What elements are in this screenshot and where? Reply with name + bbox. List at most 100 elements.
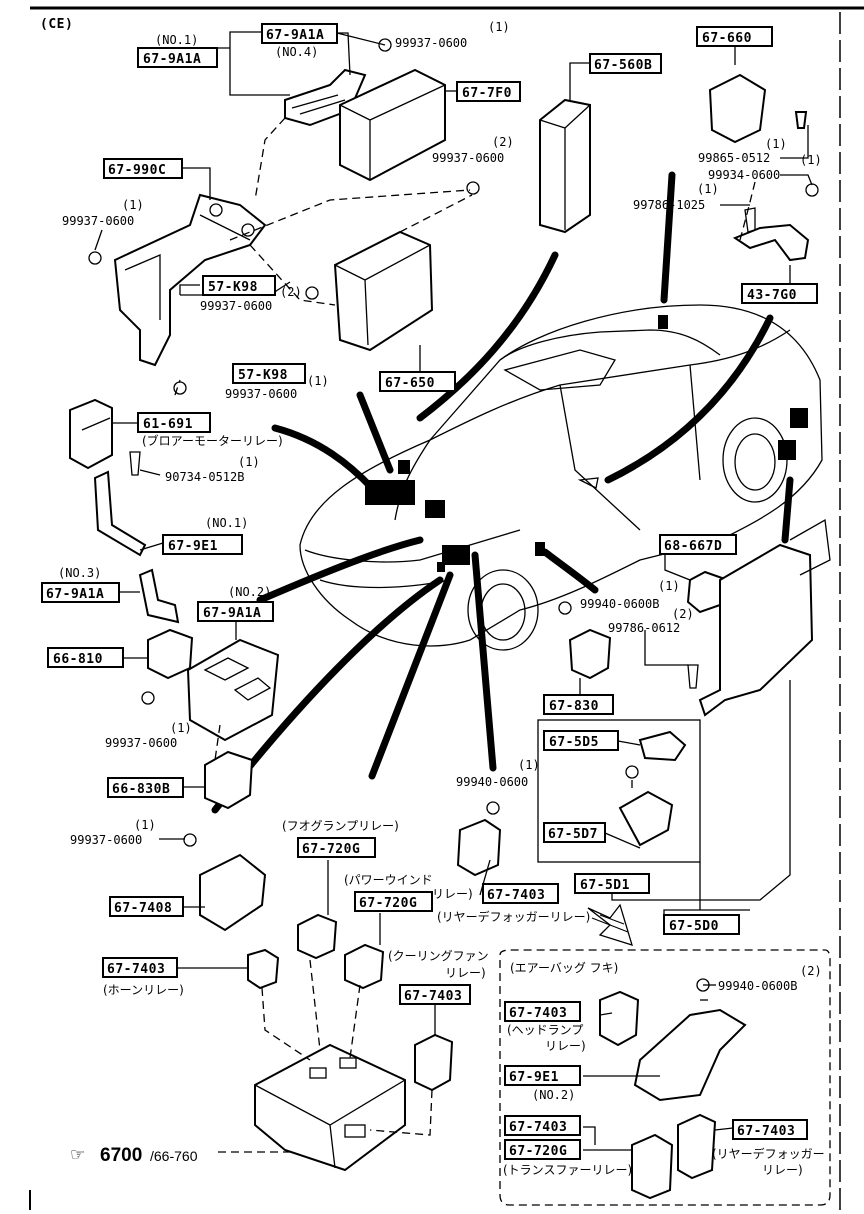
- label-67-990C[interactable]: 67-990C: [108, 163, 166, 178]
- bolt-label-5: 99937-0600: [225, 387, 297, 401]
- variant-no2-a: (NO.2): [228, 585, 271, 599]
- jp-cooling-fan-relay: リレー): [445, 966, 486, 980]
- label-67-660[interactable]: 67-660: [702, 31, 752, 46]
- label-67-5D1[interactable]: 67-5D1: [580, 878, 630, 893]
- label-67-7403-c[interactable]: 67-7403: [404, 989, 462, 1004]
- label-67-5D5[interactable]: 67-5D5: [549, 735, 599, 750]
- unit-67-560B[interactable]: [539, 98, 591, 234]
- label-67-7403-d[interactable]: 67-7403: [509, 1006, 567, 1021]
- label-61-691[interactable]: 61-691: [143, 417, 193, 432]
- relay-67-660[interactable]: [708, 73, 808, 144]
- jp-rear-defog-relay: (リヤーデフォッガーリレー): [437, 909, 590, 924]
- label-67-5D7[interactable]: 67-5D7: [548, 827, 598, 842]
- label-67-9A1A-no4[interactable]: 67-9A1A: [266, 28, 324, 43]
- relay-67-7403-c[interactable]: [414, 1033, 454, 1092]
- relay-rear-defog-b[interactable]: [677, 1113, 717, 1180]
- jp-blower-relay: (ブロアーモーターリレー): [142, 433, 283, 448]
- bracket-67-9A1A-no2[interactable]: [186, 638, 280, 742]
- sensor-43-7G0[interactable]: [732, 183, 819, 262]
- label-67-720G-c[interactable]: 67-720G: [509, 1144, 567, 1159]
- label-67-9A1A-no2[interactable]: 67-9A1A: [203, 606, 261, 621]
- relay-transfer[interactable]: [631, 1133, 674, 1200]
- label-67-7403-a[interactable]: 67-7403: [487, 888, 545, 903]
- bracket-67-990C[interactable]: [113, 193, 267, 367]
- keyless-group-box: [537, 719, 701, 863]
- fasteners: [88, 38, 756, 992]
- bracket-67-9E1-no2[interactable]: [633, 1008, 747, 1102]
- bolt-label-10: 99940-0600B: [580, 597, 659, 611]
- qty-1: (1): [488, 20, 510, 34]
- jp-power-window: (パワーウインド: [344, 873, 433, 887]
- bolt-label-4: 99937-0600: [200, 299, 272, 313]
- jp-headlamp: (ヘッドランプ: [507, 1023, 583, 1037]
- qty-7: (1): [800, 153, 822, 167]
- qty-14: (1): [134, 818, 156, 832]
- pointer-lines: [211, 171, 794, 814]
- junction-box[interactable]: [254, 1043, 406, 1172]
- label-67-560B[interactable]: 67-560B: [594, 58, 652, 73]
- relay-rear-defog[interactable]: [456, 801, 502, 877]
- relay-fog-lamp[interactable]: [297, 913, 338, 960]
- relay-cooling-fan[interactable]: [344, 943, 385, 990]
- bolt-label-1: 99937-0600: [395, 36, 467, 50]
- label-67-5D0[interactable]: 67-5D0: [669, 919, 719, 934]
- bracket-67-9E1-no1[interactable]: [93, 470, 147, 557]
- variant-no1-9e1: (NO.1): [205, 516, 248, 530]
- label-57-K98-a[interactable]: 57-K98: [208, 280, 258, 295]
- variant-no2-b: (NO.2): [532, 1088, 575, 1102]
- qty-12: (1): [170, 721, 192, 735]
- label-67-720G-a[interactable]: 67-720G: [302, 842, 360, 857]
- relay-67-830[interactable]: [568, 628, 612, 680]
- label-57-K98-b[interactable]: 57-K98: [238, 368, 288, 383]
- label-67-7403-f[interactable]: 67-7403: [737, 1124, 795, 1139]
- key-fob-67-5D5[interactable]: [618, 730, 687, 847]
- variant-no1-top: (NO.1): [155, 33, 198, 47]
- bracket-67-9A1A-no3[interactable]: [138, 568, 180, 624]
- relay-66-830B[interactable]: [204, 750, 254, 810]
- label-67-7F0[interactable]: 67-7F0: [462, 86, 512, 101]
- relay-horn[interactable]: [247, 948, 280, 990]
- label-boxes: [41, 23, 818, 1160]
- label-66-830B[interactable]: 66-830B: [112, 782, 170, 797]
- label-67-650[interactable]: 67-650: [385, 376, 435, 391]
- label-43-7G0[interactable]: 43-7G0: [747, 288, 797, 303]
- module-67-650[interactable]: [333, 230, 434, 352]
- label-68-667D[interactable]: 68-667D: [664, 539, 722, 554]
- qty-6: (1): [765, 137, 787, 151]
- region-code: (CE): [40, 17, 73, 32]
- bolt-label-12: 99937-0600: [105, 736, 177, 750]
- qty-4: (2): [280, 285, 302, 299]
- jp-rear-defog-b: (リヤーデフォッガー: [712, 1146, 825, 1161]
- qty-9: (1): [238, 455, 260, 469]
- jp-horn-relay: (ホーンリレー): [103, 983, 184, 997]
- bracket-67-7408[interactable]: [183, 833, 267, 932]
- label-67-9A1A-no1[interactable]: 67-9A1A: [143, 52, 201, 67]
- label-67-7403-b[interactable]: 67-7403: [107, 962, 165, 977]
- bolt-label-11: 99786-0612: [608, 621, 680, 635]
- jp-headlamp-relay: リレー): [545, 1039, 586, 1053]
- variant-no4: (NO.4): [275, 45, 318, 59]
- sunroof: [503, 349, 616, 391]
- label-67-7408[interactable]: 67-7408: [114, 901, 172, 916]
- bolt-label-2: 99937-0600: [432, 151, 504, 165]
- label-67-830[interactable]: 67-830: [549, 699, 599, 714]
- unit-68-667D[interactable]: [686, 518, 831, 717]
- label-66-810[interactable]: 66-810: [53, 652, 103, 667]
- label-67-720G-b[interactable]: 67-720G: [359, 896, 417, 911]
- reference-main[interactable]: 6700: [100, 1145, 142, 1166]
- control-unit-67-7F0[interactable]: [339, 68, 446, 182]
- qty-15: (2): [800, 964, 822, 978]
- relay-66-810[interactable]: [147, 628, 194, 680]
- qty-13: (1): [518, 758, 540, 772]
- relay-61-691[interactable]: [69, 398, 113, 470]
- label-67-9E1-no1[interactable]: 67-9E1: [168, 539, 218, 554]
- relay-headlamp[interactable]: [599, 990, 640, 1047]
- bolt-label-15: 99940-0600B: [718, 979, 797, 993]
- label-67-7403-e[interactable]: 67-7403: [509, 1120, 567, 1135]
- label-67-9E1-no2[interactable]: 67-9E1: [509, 1070, 559, 1085]
- reference-sub[interactable]: /66-760: [150, 1148, 198, 1164]
- label-67-9A1A-no3[interactable]: 67-9A1A: [46, 587, 104, 602]
- qty-8: (1): [697, 182, 719, 196]
